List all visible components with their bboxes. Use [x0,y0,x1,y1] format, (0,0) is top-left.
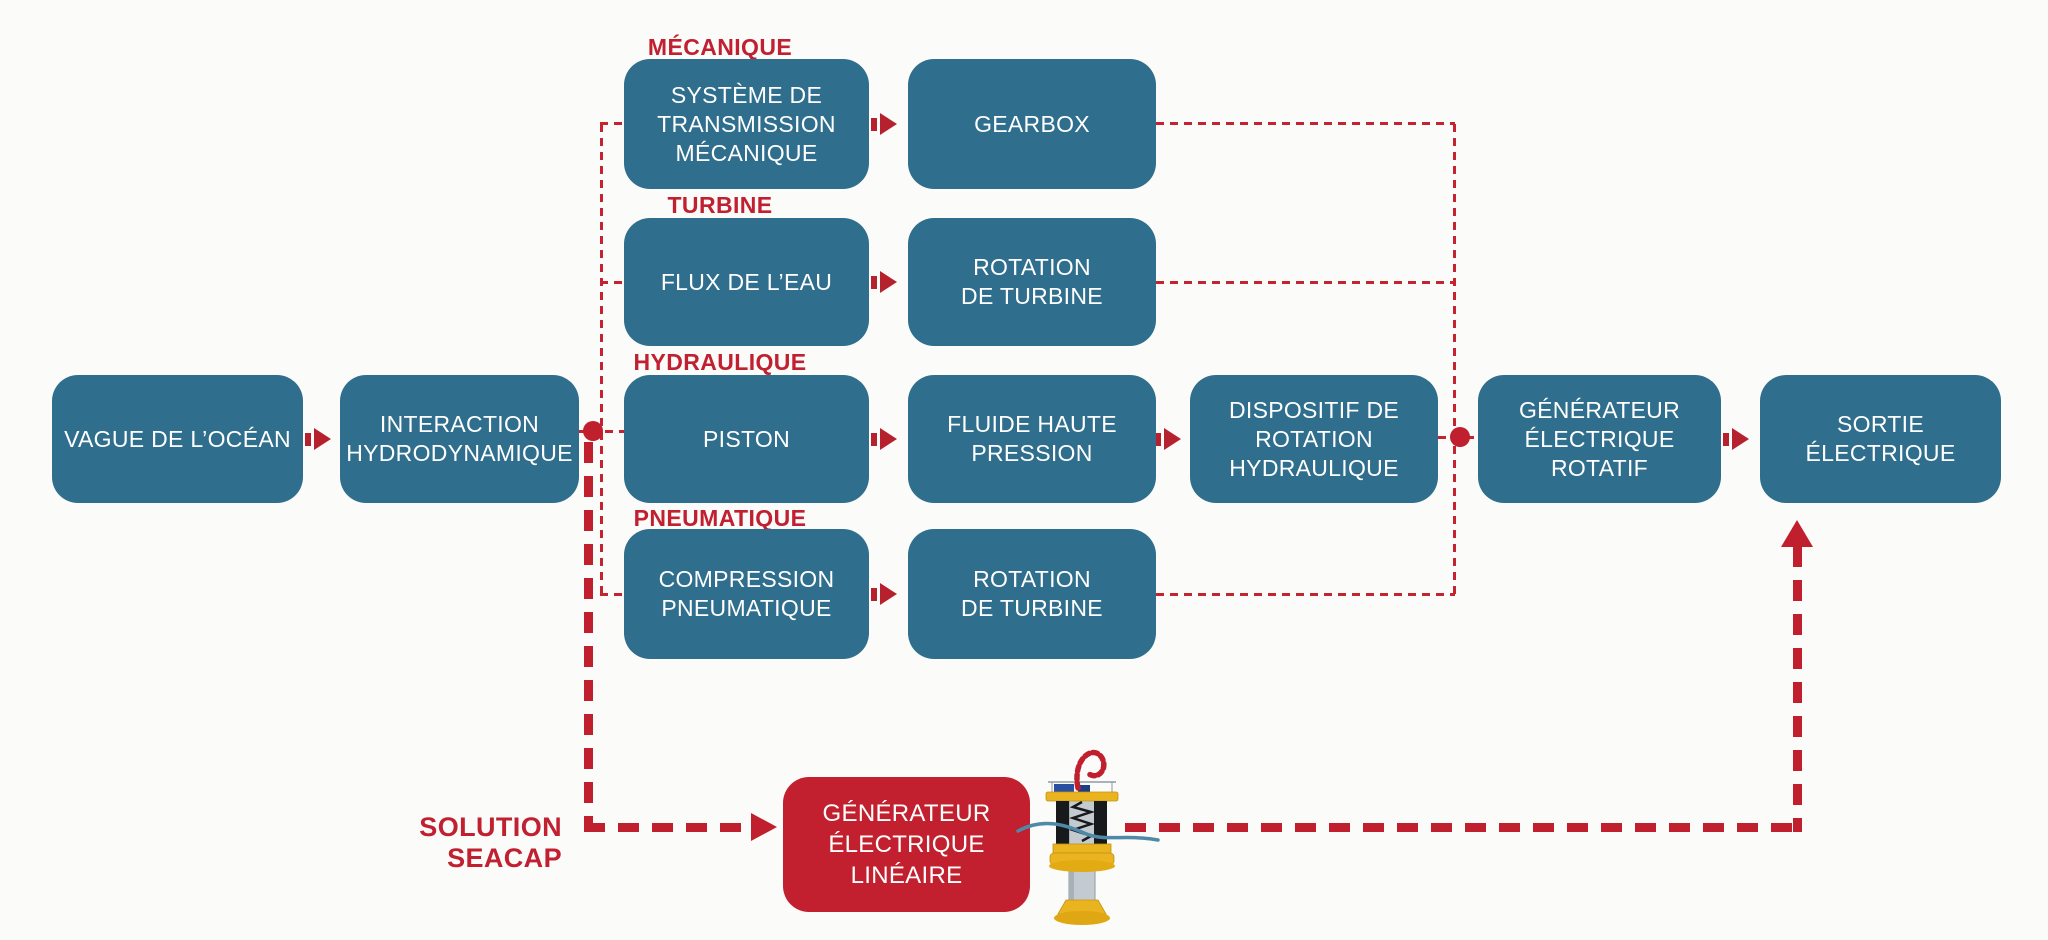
node-vague-de-locean: VAGUE DE L’OCÉAN [52,375,303,503]
seacap-path-horizontal-out [1125,823,1798,832]
device-lower-cylinder-shade [1069,858,1074,906]
solution-seacap-label: SOLUTION SEACAP [419,812,562,873]
node-systeme-transmission-mecanique: SYSTÈME DE TRANSMISSION MÉCANIQUE [624,59,869,189]
branch-label-pneumatique: PNEUMATIQUE [633,505,807,531]
branch-label-turbine: TURBINE [667,192,773,218]
device-hook-icon [1074,749,1107,791]
device-collar-skirt [1049,860,1115,872]
connector-left-collector-vertical [600,124,603,594]
device-base [1057,899,1107,915]
node-piston: PISTON [624,375,869,503]
connector-gearbox-to-collector [1156,122,1455,125]
connector-left-stub-turbine [600,281,626,284]
device-coil-right [1094,801,1107,845]
seacap-arrowhead-into-generator [751,813,777,841]
device-base-foot [1054,911,1110,925]
seacap-arrowhead-into-sortie [1781,520,1813,547]
node-rotation-de-turbine-haut: ROTATION DE TURBINE [908,218,1156,346]
node-sortie-electrique: SORTIE ÉLECTRIQUE [1760,375,2001,503]
seacap-path-vertical-down [584,442,593,823]
device-export-cable [1016,821,1160,842]
node-generateur-electrique-rotatif: GÉNÉRATEUR ÉLECTRIQUE ROTATIF [1478,375,1721,503]
junction-dot-right [1450,427,1470,447]
connector-left-stub-mecanique [600,122,626,125]
arrow-systeme-to-gearbox [871,113,897,135]
device-yellow-band [1052,843,1112,854]
arrow-fluide-to-dispositif [1155,428,1181,450]
seacap-path-horizontal-in [584,823,751,832]
connector-left-stub-pneumatique [600,593,626,596]
node-dispositif-rotation-hydraulique: DISPOSITIF DE ROTATION HYDRAULIQUE [1190,375,1438,503]
node-generateur-electrique-lineaire: GÉNÉRATEUR ÉLECTRIQUE LINÉAIRE [783,777,1030,912]
node-rotation-de-turbine-bas: ROTATION DE TURBINE [908,529,1156,659]
arrow-generateur-to-sortie [1723,428,1749,450]
arrow-vague-to-interaction [305,428,331,450]
arrow-piston-to-fluide [871,428,897,450]
seacap-device-illustration [1016,749,1160,925]
node-interaction-hydrodynamique: INTERACTION HYDRODYNAMIQUE [340,375,579,503]
device-top-plate [1045,791,1119,802]
arrow-compression-to-rotation [871,583,897,605]
device-blue-unit-left [1054,784,1074,793]
node-compression-pneumatique: COMPRESSION PNEUMATIQUE [624,529,869,659]
branch-label-mecanique: MÉCANIQUE [647,34,793,60]
connector-right-collector-vertical [1453,124,1456,594]
connector-rotation-bas-to-collector [1156,593,1455,596]
junction-dot-left [583,421,603,441]
arrow-flux-to-rotation [871,271,897,293]
node-gearbox: GEARBOX [908,59,1156,189]
seacap-path-vertical-up [1793,546,1802,832]
branch-label-hydraulique: HYDRAULIQUE [633,349,807,375]
device-coil-left [1056,801,1069,845]
node-fluide-haute-pression: FLUIDE HAUTE PRESSION [908,375,1156,503]
device-blue-unit-right [1078,785,1090,793]
connector-rotation-haut-to-collector [1156,281,1455,284]
node-flux-de-leau: FLUX DE L’EAU [624,218,869,346]
